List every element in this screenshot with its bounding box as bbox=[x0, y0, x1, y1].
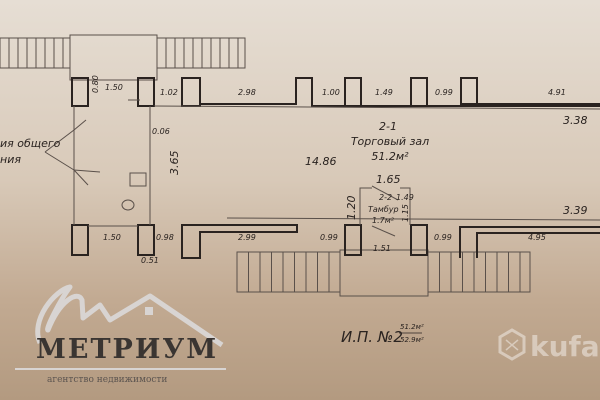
hall-name: Торговый зал bbox=[351, 135, 429, 148]
dim-label: 1.50 bbox=[103, 233, 121, 242]
agency-logo-name: МЕТРИУМ bbox=[36, 334, 219, 365]
wall-top bbox=[71, 77, 600, 110]
vestibule-area: 1.7м² bbox=[372, 216, 395, 225]
dim-label: 1.49 bbox=[375, 88, 393, 97]
dim-label: 1.50 bbox=[105, 83, 123, 92]
dim-label: 4.91 bbox=[548, 88, 566, 97]
dim-label: 0.99 bbox=[435, 88, 453, 97]
kufar-logo-icon bbox=[498, 328, 526, 361]
room-label-left: ния bbox=[0, 153, 21, 166]
metrium-logo-graphic bbox=[15, 284, 226, 370]
stairs-bottom-left bbox=[236, 251, 341, 293]
vestibule-dim: 1.49 bbox=[396, 193, 414, 202]
dim-label: 3.38 bbox=[563, 114, 588, 127]
room-label-left: ия общего bbox=[0, 137, 61, 150]
dim-label: 0.51 bbox=[141, 256, 159, 265]
dim-label: 1.65 bbox=[376, 173, 401, 186]
kufar-watermark: kufar bbox=[530, 330, 600, 363]
plan-area-top: 51.2м² bbox=[400, 323, 424, 331]
dim-label: 14.86 bbox=[305, 155, 337, 168]
wall-bottom bbox=[71, 217, 600, 259]
hall-number: 2-1 bbox=[379, 120, 397, 133]
wc-partitions bbox=[44, 99, 151, 225]
vestibule-walls bbox=[359, 185, 411, 237]
plan-area-bottom: 52.9м² bbox=[400, 336, 424, 344]
dim-label: 4.95 bbox=[528, 233, 546, 242]
hall-area: 51.2м² bbox=[371, 150, 409, 163]
dim-label: 2.98 bbox=[238, 88, 256, 97]
dim-label: 1.15 bbox=[401, 204, 410, 222]
toilet-icon bbox=[121, 199, 135, 211]
entry-landing-bottom bbox=[339, 249, 429, 297]
dim-label: 3.65 bbox=[168, 151, 181, 176]
dim-label: 0.98 bbox=[156, 233, 174, 242]
agency-logo-subtitle: агентство недвижимости bbox=[47, 375, 168, 385]
plan-title: И.П. №2 bbox=[341, 328, 403, 346]
dim-label: 0.80 bbox=[91, 75, 100, 93]
entry-landing-top bbox=[69, 34, 158, 81]
dim-label: 3.39 bbox=[563, 204, 588, 217]
dim-label: 1.00 bbox=[322, 88, 340, 97]
vestibule-name: Тамбур bbox=[368, 205, 399, 214]
dim-label: 2.99 bbox=[238, 233, 256, 242]
dim-label: 1.51 bbox=[373, 244, 391, 253]
vestibule-number: 2-2 bbox=[379, 193, 392, 202]
stairs-top-right bbox=[156, 37, 246, 69]
stairs-bottom-right bbox=[427, 251, 531, 293]
dim-label: 1.02 bbox=[160, 88, 178, 97]
dim-label: 0.06 bbox=[152, 127, 170, 136]
stairs-top-left bbox=[0, 37, 71, 69]
dim-label: 1.20 bbox=[345, 196, 358, 221]
dim-label: 0.99 bbox=[320, 233, 338, 242]
dim-label: 0.99 bbox=[434, 233, 452, 242]
